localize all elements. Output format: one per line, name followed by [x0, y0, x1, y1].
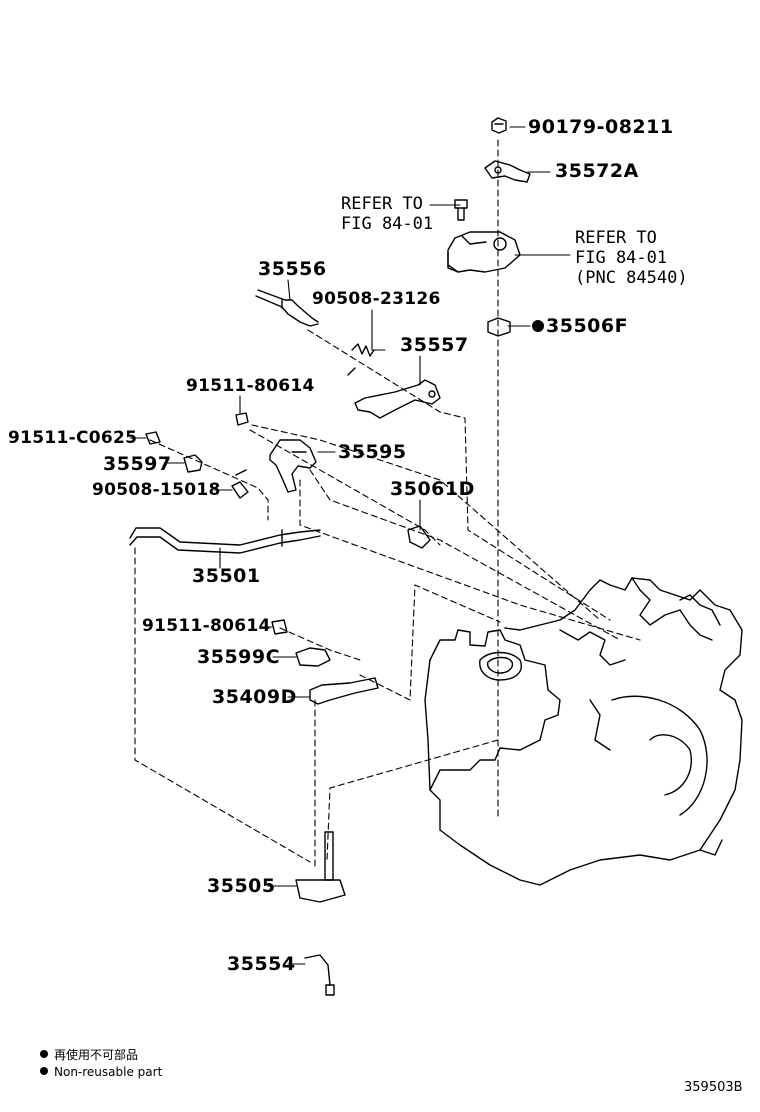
legend-dot-icon — [40, 1050, 48, 1058]
manual-valve-shaft-part — [295, 831, 346, 903]
bolt-part-left — [145, 431, 161, 445]
leader-lines — [129, 126, 571, 965]
legend: 再使用不可部品 Non-reusable part — [40, 1047, 162, 1081]
bolt-part-upper — [235, 412, 249, 426]
part-label-35597: 35597 — [103, 453, 172, 475]
lock-plate-part — [484, 160, 531, 183]
part-label-90508-15018: 90508-15018 — [92, 480, 221, 500]
control-rod-part — [129, 527, 321, 554]
part-label-35061D: 35061D — [390, 478, 475, 500]
part-label-35599C: 35599C — [197, 646, 281, 668]
part-label-35506F-text: 35506F — [546, 315, 629, 337]
legend-text-english: Non-reusable part — [54, 1065, 163, 1079]
legend-dot-icon — [40, 1067, 48, 1075]
part-label-91511-C0625: 91511-C0625 — [8, 428, 138, 448]
reference-note-2-line1: REFER TO — [575, 228, 657, 248]
part-label-35554: 35554 — [227, 953, 296, 975]
transmission-housing — [424, 577, 743, 886]
shift-lever-part — [309, 677, 379, 705]
part-label-35505: 35505 — [207, 875, 276, 897]
part-label-35572A: 35572A — [555, 160, 639, 182]
nut-part — [491, 117, 507, 134]
bolt-part-lower — [271, 619, 288, 635]
part-label-90508-23126: 90508-23126 — [312, 289, 441, 309]
pin-part — [407, 525, 431, 549]
plate-part — [295, 647, 331, 667]
legend-text-japanese: 再使用不可部品 — [54, 1048, 139, 1062]
assembly-dashed-lines — [134, 139, 641, 871]
part-label-35506F: 35506F — [532, 317, 628, 336]
spring-part — [347, 343, 375, 376]
reference-note-2-line2: FIG 84-01 — [575, 248, 668, 268]
part-label-35595: 35595 — [338, 441, 407, 463]
reference-note-2-line3: (PNC 84540) — [575, 268, 688, 288]
neutral-start-switch — [447, 231, 521, 273]
reference-note-1-line1: REFER TO — [341, 194, 423, 214]
part-label-35556: 35556 — [258, 258, 327, 280]
part-label-90179-08211: 90179-08211 — [528, 116, 674, 138]
bolt-part — [454, 199, 468, 221]
bracket-part — [269, 439, 317, 493]
diagram-id: 359503B — [684, 1080, 743, 1095]
detent-rod-part — [304, 954, 335, 996]
clip-part — [231, 469, 249, 499]
part-label-35409D: 35409D — [212, 686, 297, 708]
bushing-part — [183, 454, 203, 473]
lever-part — [354, 379, 441, 419]
legend-line-english: Non-reusable part — [40, 1064, 162, 1081]
part-label-91511-80614-upper: 91511-80614 — [186, 376, 315, 396]
reference-note-1-line2: FIG 84-01 — [341, 214, 434, 234]
oil-seal-part — [487, 317, 511, 337]
legend-line-japanese: 再使用不可部品 — [40, 1047, 162, 1064]
part-label-35501: 35501 — [192, 565, 261, 587]
non-reusable-marker-icon — [532, 320, 544, 332]
reference-note-2: REFER TO FIG 84-01 (PNC 84540) — [575, 228, 688, 288]
part-label-35557: 35557 — [400, 334, 469, 356]
shaft-part — [255, 289, 319, 327]
reference-note-1: REFER TO FIG 84-01 — [341, 194, 433, 234]
part-label-91511-80614-lower: 91511-80614 — [142, 616, 271, 636]
